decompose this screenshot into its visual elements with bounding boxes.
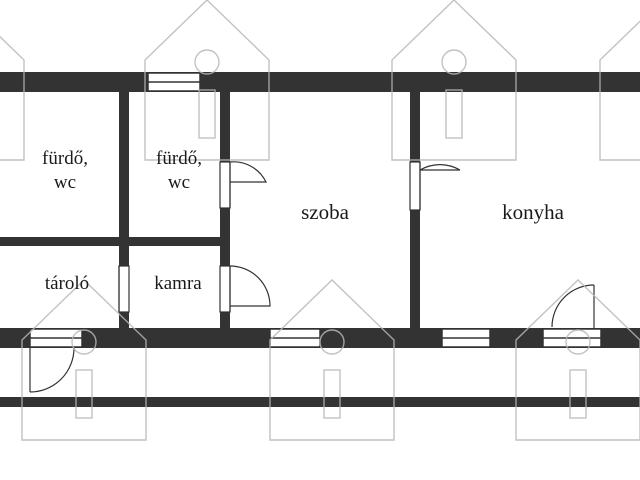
wall-v1 [119,92,129,328]
door-swing-icon [219,265,271,313]
room-label-line: fürdő, [42,148,88,169]
window-icon [269,328,321,348]
house-watermark-icon [0,35,25,161]
room-label-bath-left: fürdő, wc [20,147,110,195]
house-watermark-icon [391,0,517,161]
room-label-kitchen: konyha [502,200,564,224]
room-label-line: fürdő, [156,148,202,169]
window-icon [441,328,491,348]
room-label-storage: tároló [44,273,90,294]
room-label-bath-right: fürdő, wc [134,147,224,195]
door-swing-icon [118,265,130,313]
wall-v2 [220,92,230,328]
window-icon [29,328,83,348]
house-watermark-icon [599,20,640,161]
wall-outer-line [0,397,640,407]
door-swing-icon [29,347,75,393]
house-watermark-icon [144,0,270,161]
door-swing-icon [219,161,267,209]
room-label-pantry: kamra [154,273,202,294]
house-watermark-icon [269,279,395,441]
walls [0,72,640,407]
room-label-line: wc [53,171,77,193]
wall-top [0,72,640,92]
room-label-room: szoba [301,200,349,224]
windows [29,72,602,348]
door-swing-icon [551,284,595,328]
doors [29,161,595,393]
watermarks [0,0,640,441]
window-icon [147,72,201,92]
house-watermark-icon [21,279,147,441]
house-watermark-icon [515,279,640,441]
room-label-line: wc [167,171,191,193]
wall-h1 [0,237,230,246]
door-swing-icon [409,161,461,211]
